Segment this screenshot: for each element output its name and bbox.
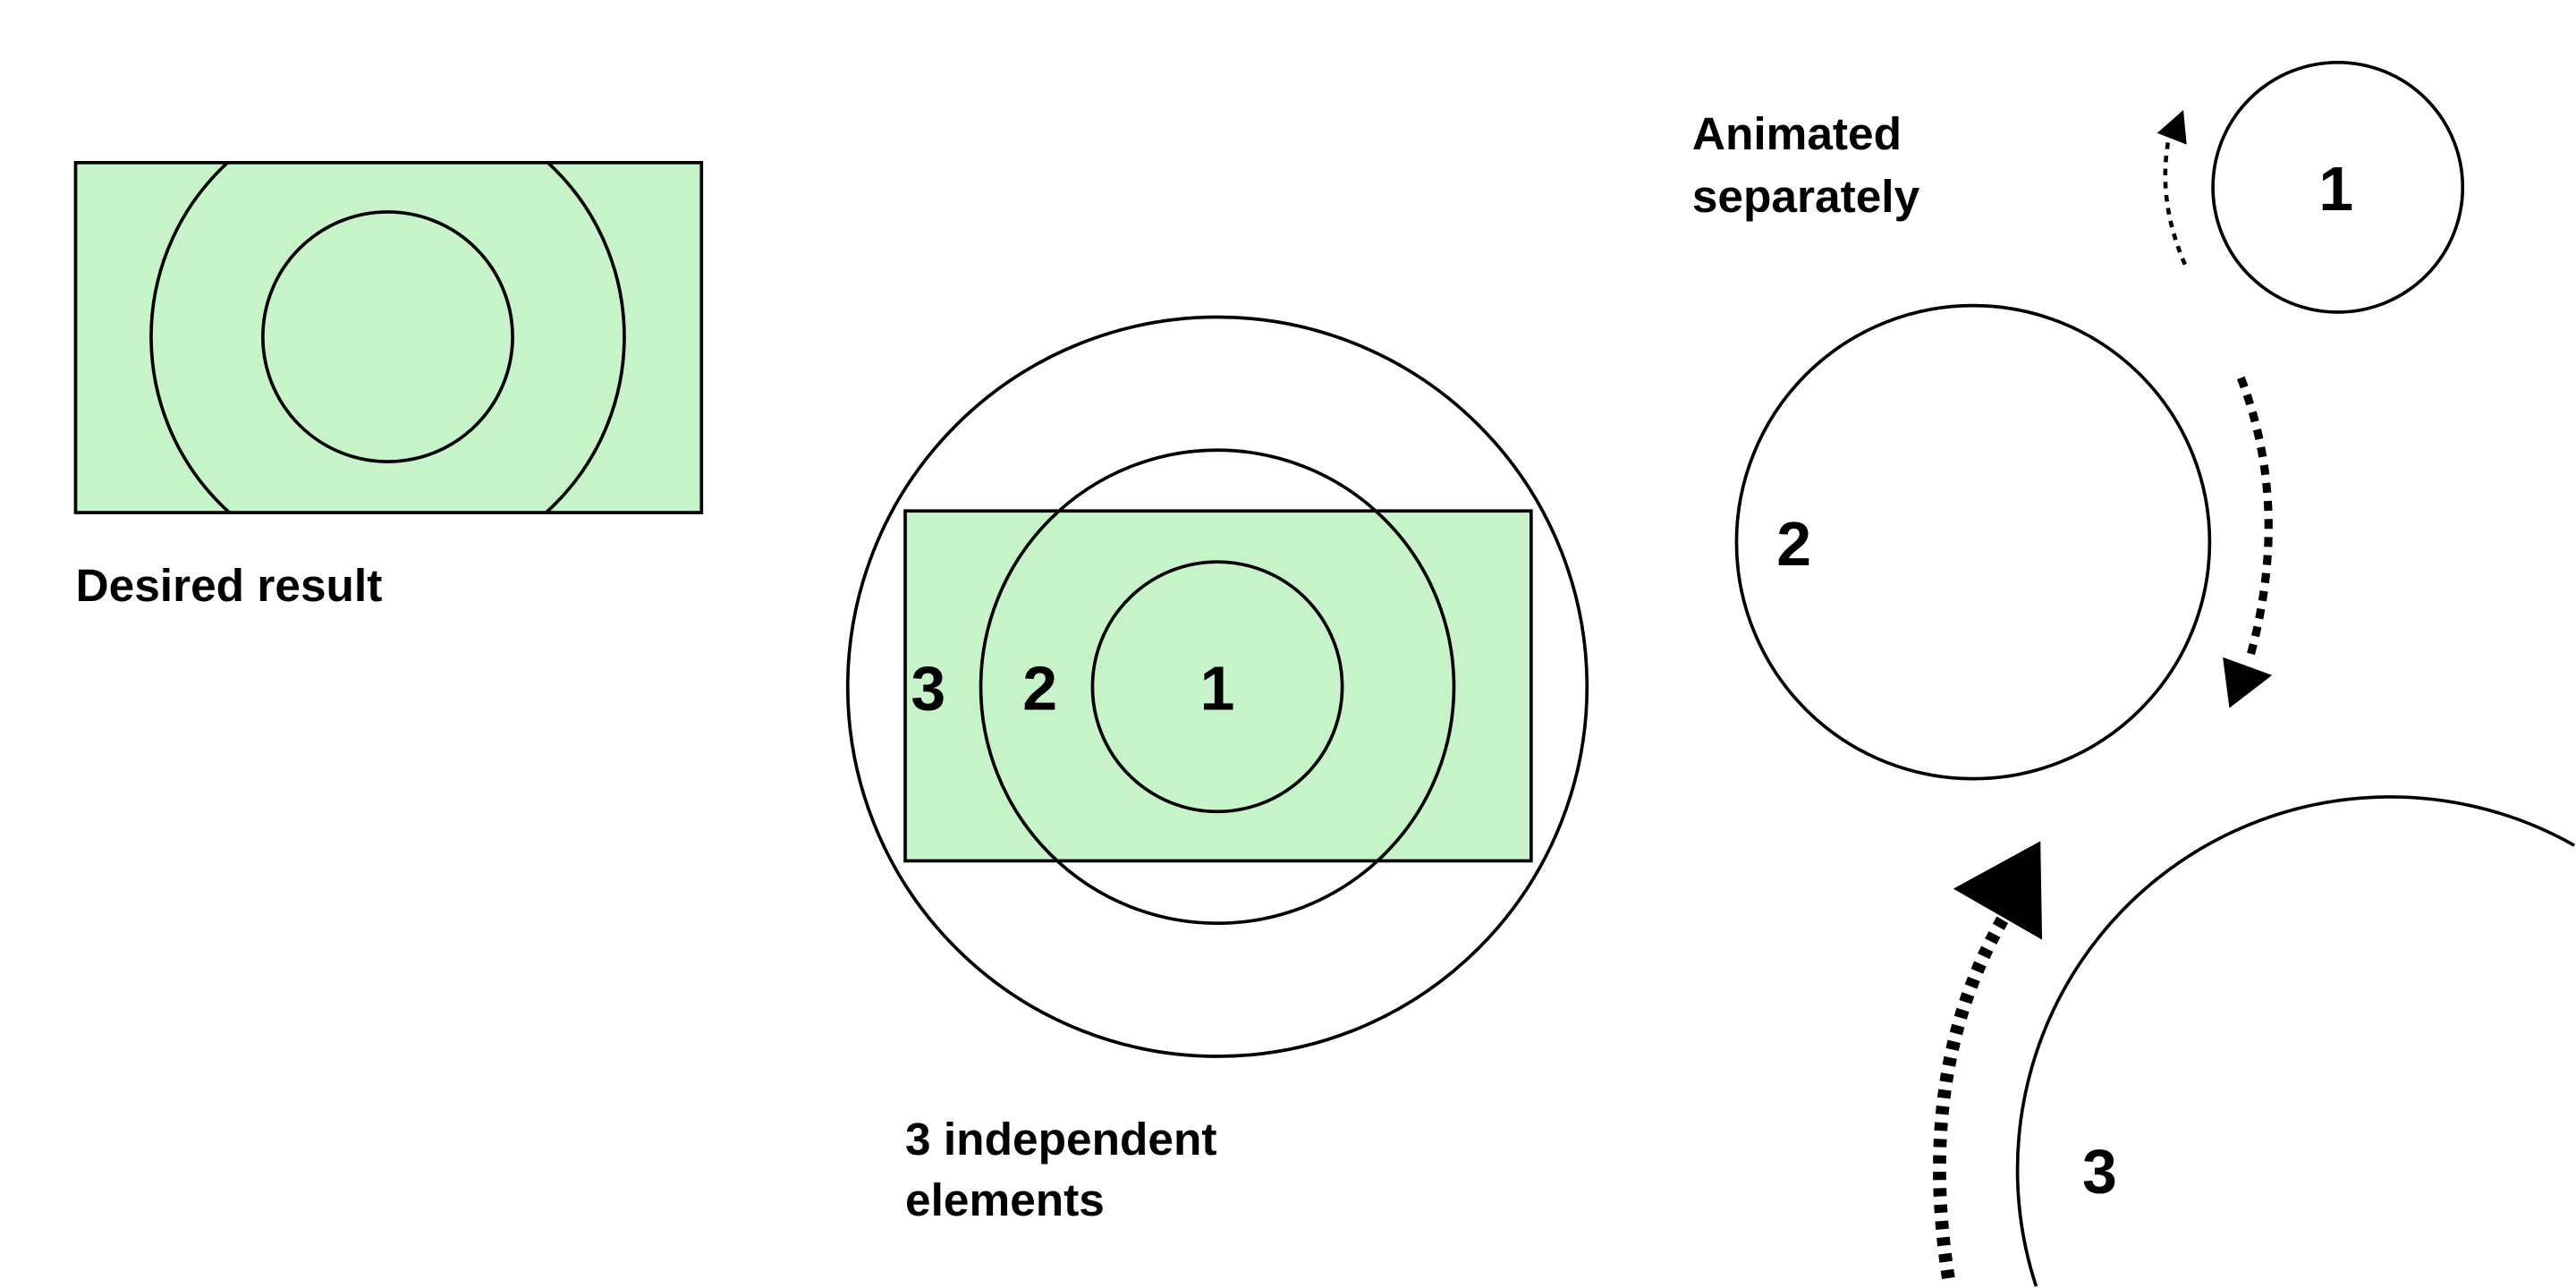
- rotate-arrow-small-icon: [2157, 110, 2187, 266]
- composite-label-2: 2: [1022, 653, 1057, 723]
- separate-caption-line1: Animated: [1692, 107, 1902, 159]
- separate-label-1: 1: [2318, 154, 2353, 224]
- separate-circle-2: [1734, 303, 2212, 781]
- composite-label-1: 1: [1200, 653, 1235, 723]
- composite-caption-line1: 3 independent: [905, 1113, 1216, 1165]
- separate-group: Animated separately 1 2 3: [1692, 60, 2576, 1287]
- separate-circle-3: [2015, 795, 2576, 1287]
- composite-group: 3 2 1 3 independent elements: [845, 315, 1589, 1225]
- rotate-arrow-medium-icon: [2223, 376, 2273, 708]
- desired-inner-circle: [261, 210, 514, 463]
- composite-circle-2: [979, 448, 1456, 926]
- separate-circle-1: [2211, 60, 2465, 314]
- desired-outer-arc: [149, 162, 626, 513]
- separate-caption-line2: separately: [1692, 170, 1920, 222]
- desired-caption: Desired result: [75, 559, 382, 611]
- composite-circle-3: [845, 315, 1589, 1058]
- desired-result-group: Desired result: [73, 161, 704, 611]
- composite-label-3: 3: [911, 653, 945, 723]
- separate-label-2: 2: [1776, 509, 1811, 579]
- rotate-arrow-large-icon: [1933, 841, 2043, 1280]
- composite-circle-1: [1090, 560, 1344, 814]
- composite-caption-line2: elements: [905, 1174, 1105, 1225]
- separate-label-3: 3: [2082, 1136, 2117, 1206]
